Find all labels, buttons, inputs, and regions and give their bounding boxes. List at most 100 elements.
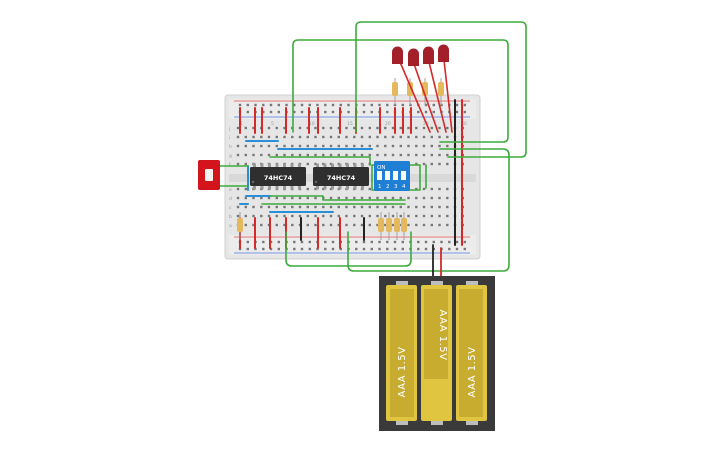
breadboard-hole [399, 205, 402, 209]
breadboard-hole [244, 196, 247, 200]
breadboard-hole [283, 205, 286, 209]
breadboard-hole [252, 196, 255, 200]
breadboard-hole [422, 153, 426, 157]
breadboard-hole [314, 196, 317, 200]
breadboard-hole [430, 126, 433, 130]
breadboard-hole [260, 153, 263, 157]
breadboard-hole [384, 196, 387, 200]
breadboard-hole [244, 214, 247, 218]
breadboard-hole [244, 135, 247, 139]
breadboard-hole [353, 205, 356, 209]
rail-hole [432, 103, 435, 107]
col-number-20: 20 [385, 121, 391, 127]
breadboard-hole [329, 205, 333, 209]
rail-hole [331, 103, 335, 107]
rail-hole [424, 240, 428, 244]
breadboard-hole [422, 205, 426, 209]
row-label-j: j [228, 126, 230, 132]
rail-hole [455, 110, 459, 114]
rail-hole [277, 110, 280, 114]
breadboard-hole [329, 214, 333, 218]
rail-hole [424, 103, 428, 107]
breadboard-hole [337, 196, 340, 200]
breadboard-hole [360, 214, 364, 218]
breadboard-hole [283, 223, 286, 227]
breadboard-hole [391, 223, 395, 227]
rail-hole [331, 110, 335, 114]
breadboard-hole [314, 135, 317, 139]
breadboard-hole [283, 214, 286, 218]
led-4 [438, 44, 449, 62]
rail-hole [417, 247, 420, 251]
breadboard-hole [306, 214, 309, 218]
rail-hole [362, 103, 366, 107]
breadboard-hole [322, 144, 325, 148]
breadboard-hole [298, 196, 302, 200]
rail-hole [277, 103, 280, 107]
rail-hole [455, 103, 459, 107]
breadboard-hole [376, 214, 379, 218]
chip-pin [353, 163, 357, 167]
breadboard-hole [376, 196, 379, 200]
rail-hole [386, 247, 389, 251]
breadboard-hole [236, 135, 240, 139]
dip-position-4: 4 [402, 184, 406, 190]
breadboard-hole [391, 153, 395, 157]
breadboard-hole [337, 135, 340, 139]
col-number-15: 15 [347, 121, 353, 127]
breadboard-hole [260, 135, 263, 139]
chip-pin [323, 186, 327, 190]
breadboard-hole [283, 196, 286, 200]
breadboard-hole [260, 214, 263, 218]
rail-hole [386, 110, 389, 114]
col-number-30: 30 [461, 121, 467, 127]
breadboard-hole [345, 223, 348, 227]
breadboard-hole [438, 187, 441, 191]
breadboard-hole [360, 144, 364, 148]
breadboard-hole [322, 187, 325, 191]
breadboard-hole [384, 144, 387, 148]
breadboard-hole [306, 196, 309, 200]
breadboard-hole [314, 223, 317, 227]
rail-hole [455, 247, 459, 251]
breadboard-hole [345, 153, 348, 157]
chip-pin [268, 186, 271, 190]
breadboard-hole [322, 153, 325, 157]
rail-hole [246, 240, 249, 244]
dip-position-2: 2 [386, 184, 390, 190]
dip-on-label: ON [377, 165, 385, 171]
breadboard-hole [446, 214, 449, 218]
led-leads [399, 59, 453, 133]
breadboard-hole [407, 126, 410, 130]
breadboard-hole [298, 144, 302, 148]
breadboard-hole [376, 144, 379, 148]
breadboard-hole [384, 135, 387, 139]
breadboard-hole [399, 144, 402, 148]
row-labels: j i h g f e d c b a [228, 126, 232, 229]
breadboard-hole [399, 153, 402, 157]
rail-hole [386, 103, 389, 107]
breadboard-hole [337, 223, 340, 227]
breadboard-hole [298, 214, 302, 218]
breadboard-hole [244, 153, 247, 157]
breadboard-hole [353, 196, 356, 200]
rail-hole [355, 240, 358, 244]
breadboard-hole [391, 196, 395, 200]
breadboard-hole [244, 162, 247, 166]
breadboard-hole [422, 196, 426, 200]
breadboard-hole [306, 205, 309, 209]
breadboard-hole [446, 153, 449, 157]
rail-hole [386, 240, 389, 244]
breadboard-hole [267, 126, 271, 130]
rail-hole [246, 110, 249, 114]
breadboard-hole [275, 196, 278, 200]
rail-hole [300, 110, 304, 114]
breadboard-hole [438, 205, 441, 209]
breadboard-hole [446, 126, 449, 130]
breadboard-hole [360, 153, 364, 157]
chip-pin [353, 186, 357, 190]
breadboard-hole [368, 196, 371, 200]
breadboard-hole [244, 144, 247, 148]
breadboard-hole [314, 162, 317, 166]
breadboard-hole [267, 205, 271, 209]
